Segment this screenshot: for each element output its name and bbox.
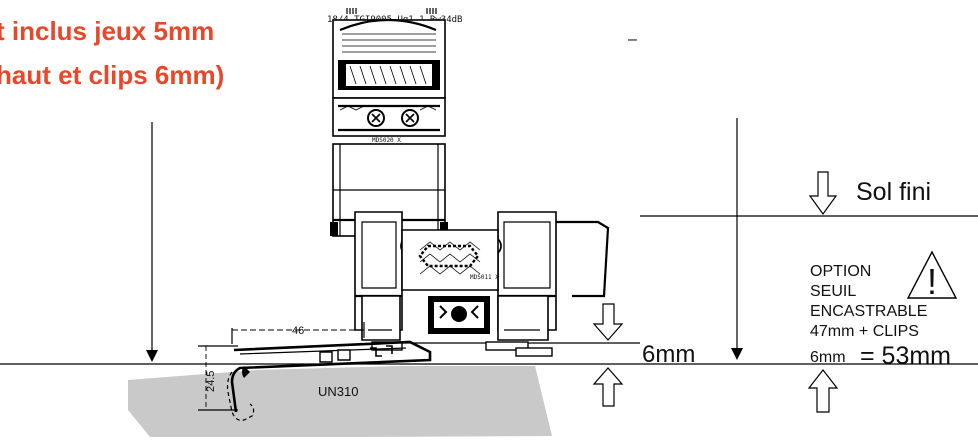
left-height-arrow	[146, 122, 158, 362]
profile-mid-code: MDS011 X	[470, 274, 499, 281]
option-line-1: OPTION	[810, 263, 871, 280]
option-total-value: = 53mm	[860, 342, 951, 370]
threshold-profile: UN310	[226, 340, 432, 421]
dimension-46: 46	[231, 322, 365, 344]
warning-icon: !	[906, 250, 958, 302]
right-height-arrow	[731, 118, 743, 360]
floor-slab	[128, 366, 552, 437]
threshold-code: UN310	[318, 384, 358, 399]
heading-line-2: haut et clips 6mm)	[0, 60, 224, 90]
dash-mark: –	[628, 31, 637, 48]
option-line-3: ENCASTRABLE	[810, 303, 927, 320]
6mm-down-arrow	[592, 303, 624, 341]
profile-top-code: MDS020 X	[372, 137, 401, 144]
option-line-4: 47mm + CLIPS	[810, 323, 919, 340]
dim-6mm-label: 6mm	[642, 341, 695, 368]
window-frame-profile: MDS011 X	[354, 211, 610, 357]
6mm-up-arrow	[592, 367, 624, 407]
window-sash-profile: MDS020 X	[330, 18, 448, 237]
option-total-prefix: 6mm	[810, 349, 846, 366]
glazing-tick-marks	[346, 8, 437, 14]
floor-up-arrow	[807, 369, 839, 413]
heading-line-1: t inclus jeux 5mm	[0, 16, 214, 46]
dim-46-label: 46	[292, 325, 304, 337]
warning-symbol: !	[927, 261, 937, 302]
sol-fini-down-arrow	[808, 171, 838, 216]
dimension-24-5: 24.5	[198, 345, 238, 411]
option-line-2: SEUIL	[810, 283, 856, 300]
dim-24-5-label: 24.5	[205, 371, 217, 392]
sol-fini-label: Sol fini	[856, 178, 931, 206]
